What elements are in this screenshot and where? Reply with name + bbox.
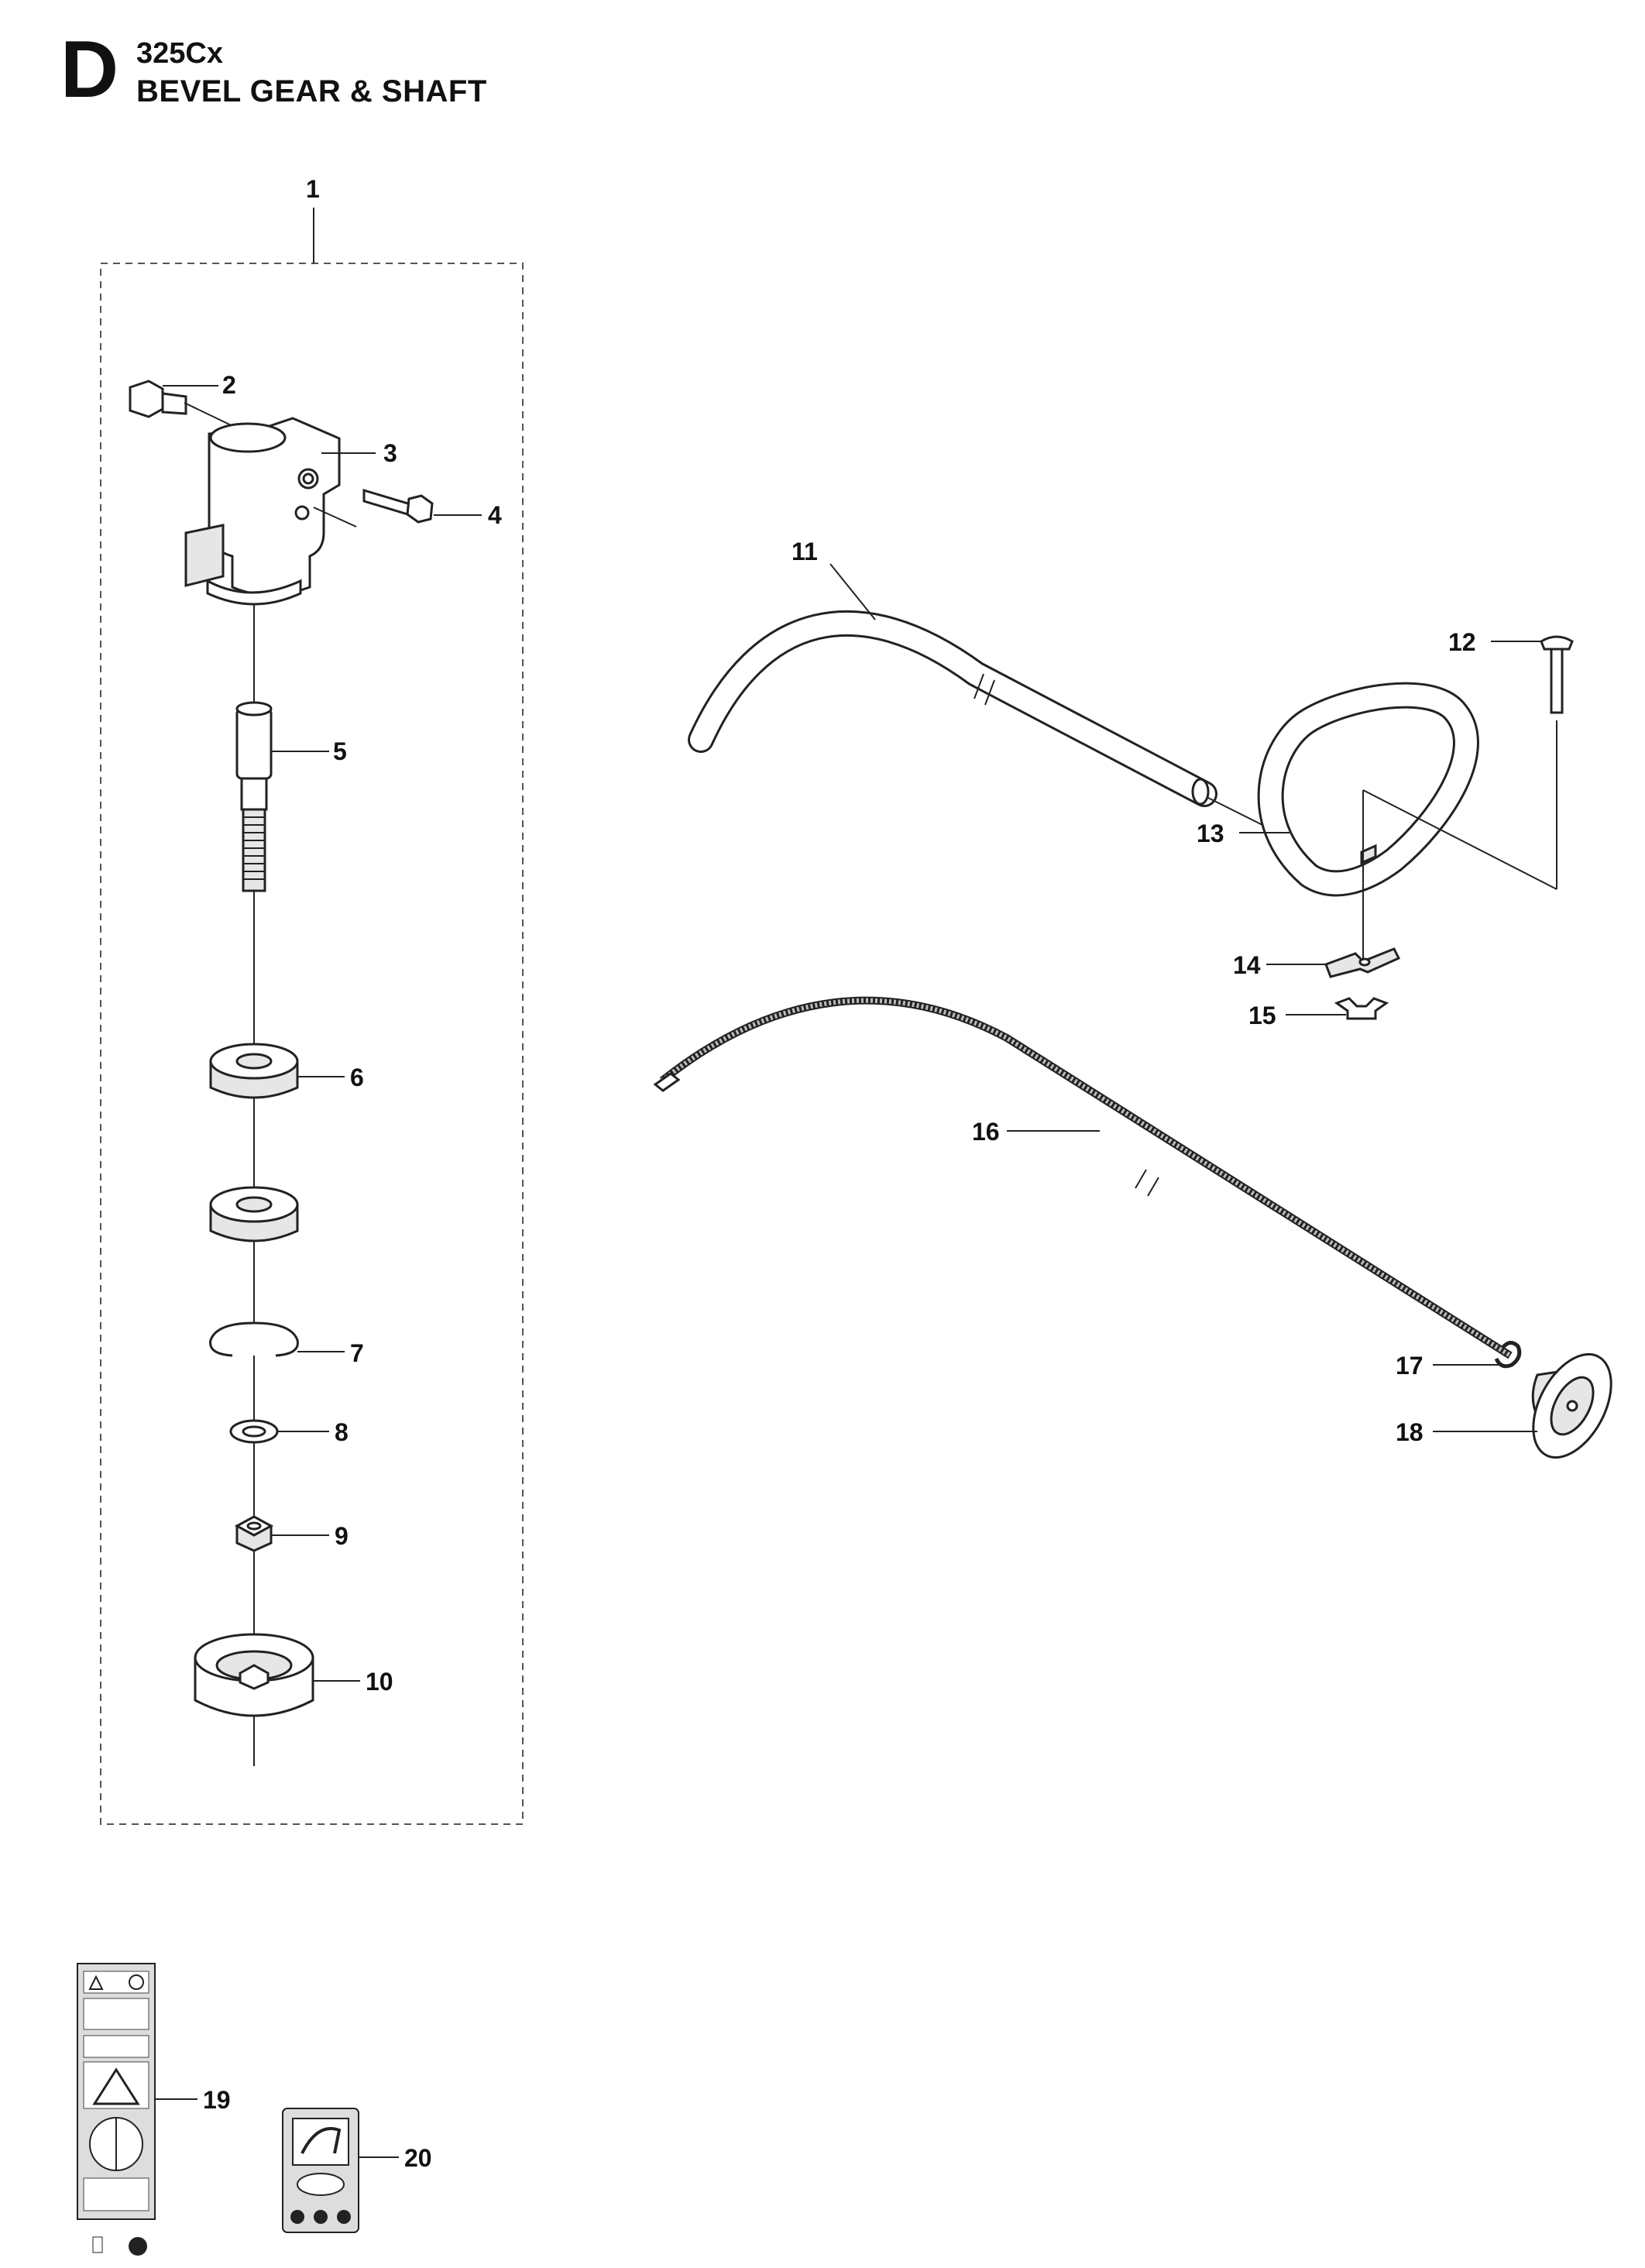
part-11-tube <box>688 610 1217 807</box>
callout-9: 9 <box>335 1522 349 1550</box>
diagram-title: BEVEL GEAR & SHAFT <box>136 74 487 108</box>
part-6-bearing-upper <box>209 1043 299 1099</box>
part-7-circlip <box>209 1321 299 1357</box>
callout-7: 7 <box>350 1339 364 1367</box>
part-10-cup <box>194 1633 314 1717</box>
callout-12: 12 <box>1448 628 1476 656</box>
callout-15: 15 <box>1248 1002 1276 1029</box>
leader-11 <box>829 563 876 620</box>
callout-18: 18 <box>1396 1418 1423 1446</box>
callout-8: 8 <box>335 1418 349 1446</box>
part-3-housing <box>184 417 341 606</box>
callout-3: 3 <box>383 439 397 467</box>
housing-line <box>313 507 357 527</box>
callout-2: 2 <box>222 371 236 399</box>
part-8-washer <box>229 1419 279 1444</box>
callout-13: 13 <box>1197 820 1224 847</box>
callout-6: 6 <box>350 1064 364 1091</box>
callout-16: 16 <box>972 1118 1000 1146</box>
callout-4: 4 <box>488 501 502 529</box>
part-12-carriage-bolt <box>1540 635 1574 714</box>
part-16-drive-shaft <box>653 996 1513 1359</box>
callout-1: 1 <box>306 175 320 203</box>
section-letter: D <box>60 25 119 115</box>
callout-11: 11 <box>792 538 818 565</box>
part-14-clamp <box>1324 947 1401 978</box>
callout-5: 5 <box>333 737 347 765</box>
part-20-decal <box>282 2108 359 2233</box>
part-19-warning-decal <box>77 1963 156 2256</box>
callout-19: 19 <box>203 2086 231 2114</box>
part-2-bolt <box>129 380 187 418</box>
callout-20: 20 <box>404 2144 432 2172</box>
callout-17: 17 <box>1396 1352 1423 1380</box>
model-number: 325Cx <box>136 37 223 70</box>
callout-10: 10 <box>366 1668 393 1696</box>
part-5-shaft <box>235 701 273 892</box>
part-15-wing-nut <box>1334 997 1389 1020</box>
callout-14: 14 <box>1233 951 1261 979</box>
assembly-1-box <box>100 263 524 1825</box>
part-18-drum <box>1531 1352 1612 1459</box>
part-9-nut <box>234 1515 274 1552</box>
part-4-screw <box>362 488 434 524</box>
axis-12-13 <box>1362 789 1557 890</box>
part-17-clip <box>1494 1341 1522 1369</box>
part-13-loop-handle <box>1257 682 1479 897</box>
part-6-bearing-lower <box>209 1186 299 1242</box>
